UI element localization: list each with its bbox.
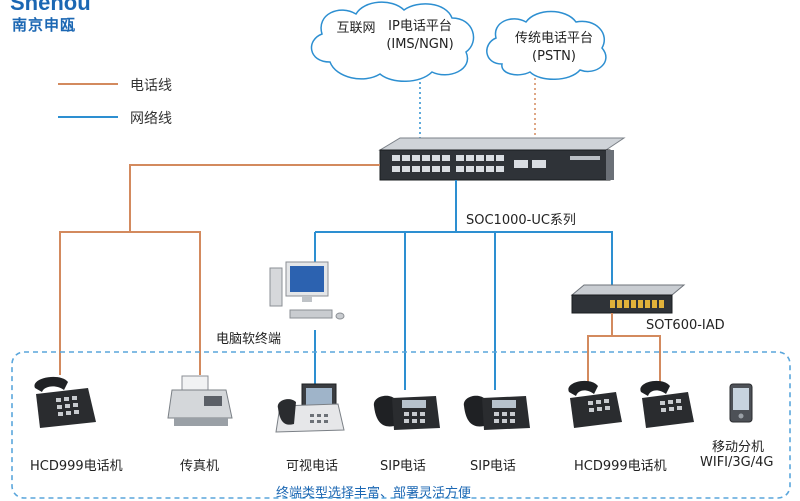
device-label: 移动分机: [712, 440, 765, 455]
cloud-internet: [310, 1, 475, 82]
legend-network-label: 网络线: [130, 111, 172, 127]
cloud-ip-platform-label: IP电话平台: [388, 19, 452, 34]
switch-label: SOC1000-UC系列: [466, 213, 576, 228]
sip-phone-icon: [373, 395, 440, 430]
device-label: HCD999电话机: [30, 459, 123, 474]
iad-gateway-shape: [570, 284, 686, 314]
device-label-secondary: WIFI/3G/4G: [700, 455, 774, 470]
phone-line-iad: [587, 313, 613, 385]
iad-label: SOT600-IAD: [646, 318, 725, 333]
pc-terminal-shape: [269, 261, 345, 320]
bottom-caption: 终端类型选择丰富、部署灵活方便: [276, 486, 472, 501]
desk-phone-icon: [640, 380, 694, 428]
phone-line-iad-2: [612, 335, 661, 385]
core-switch-shape: [378, 137, 626, 181]
device-label: SIP电话: [380, 459, 426, 474]
device-label: 可视电话: [286, 459, 339, 474]
cloud-internet-label: 互联网: [336, 21, 376, 36]
brand-logo-cn: 南京申瓯: [12, 16, 77, 34]
cloud-pstn: [486, 10, 607, 80]
mobile-phone-icon: [729, 383, 753, 423]
device-label: HCD999电话机: [574, 459, 667, 474]
net-line-bus: [315, 231, 613, 285]
brand-logo-en: Shenou: [10, 0, 91, 15]
phone-line-fax: [130, 231, 201, 375]
desk-phone-icon: [34, 376, 96, 428]
terminal-area-box: [11, 351, 791, 499]
desk-phone-icon: [568, 380, 622, 428]
video-phone-icon: [275, 383, 345, 433]
cloud-pstn-title: 传统电话平台: [514, 31, 593, 46]
pc-terminal-label: 电脑软终端: [216, 332, 282, 347]
device-label: 传真机: [180, 459, 220, 474]
fax-machine-icon: [167, 375, 233, 426]
sip-phone-icon: [463, 395, 530, 430]
device-label: SIP电话: [470, 459, 516, 474]
cloud-pstn-subtitle: (PSTN): [532, 49, 576, 64]
cloud-ims-label: (IMS/NGN): [386, 37, 454, 52]
legend-phone-label: 电话线: [130, 78, 172, 94]
